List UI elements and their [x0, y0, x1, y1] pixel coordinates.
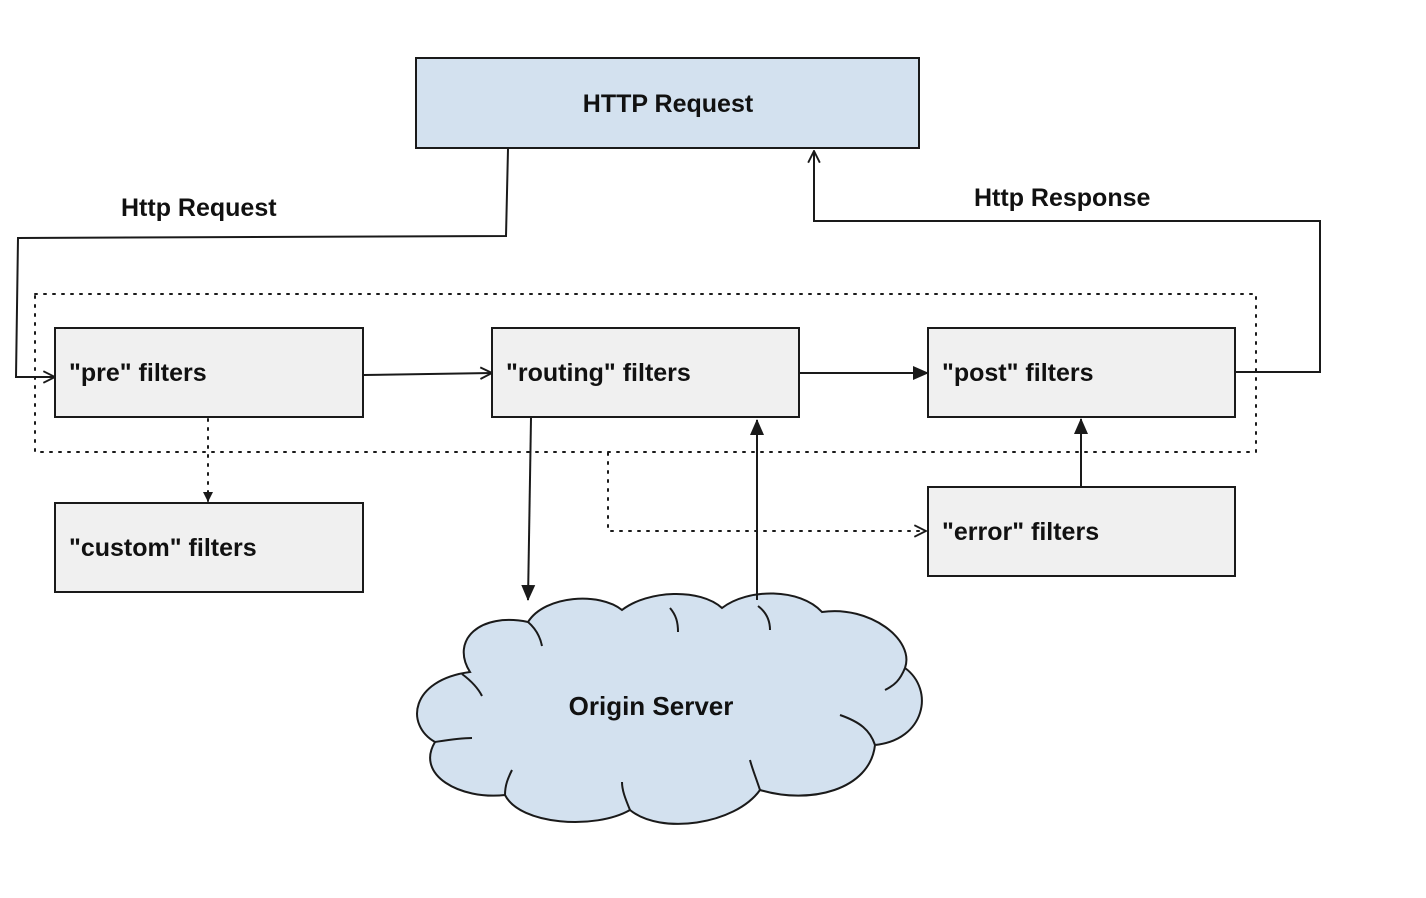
http-request-edge-label: Http Request: [121, 194, 277, 222]
http-request-node: HTTP Request: [415, 57, 920, 149]
origin-server-cloud: Origin Server: [416, 592, 923, 825]
post-filters-label: "post" filters: [942, 359, 1094, 387]
pre-filters-node: "pre" filters: [54, 327, 364, 418]
filter-chain-boundary: [34, 293, 1257, 453]
cloud-fold: [434, 737, 473, 743]
origin-server-label: Origin Server: [569, 691, 734, 721]
http-request-label: HTTP Request: [583, 90, 754, 118]
cloud-fold: [839, 714, 876, 746]
cloud-fold: [757, 605, 771, 631]
http-request-to-pre-edge: [14, 148, 509, 377]
custom-filters-node: "custom" filters: [54, 502, 364, 593]
routing-to-origin-edge: [521, 417, 536, 601]
error-filters-node: "error" filters: [927, 486, 1236, 577]
post-to-http-response-edge: [814, 151, 1321, 373]
pre-filters-label: "pre" filters: [69, 359, 207, 387]
post-filters-node: "post" filters: [927, 327, 1236, 418]
cloud-fold: [527, 621, 543, 647]
chain-to-error-edge: [607, 452, 926, 531]
pre-to-routing-edge: [363, 373, 492, 375]
cloud-fold: [669, 607, 679, 633]
cloud-fold: [749, 759, 761, 791]
cloud-shape: [416, 592, 923, 825]
http-response-edge-label: Http Response: [974, 184, 1151, 212]
cloud-fold: [504, 769, 513, 796]
cloud-fold: [621, 781, 631, 811]
routing-filters-node: "routing" filters: [491, 327, 800, 418]
custom-filters-label: "custom" filters: [69, 534, 257, 562]
routing-filters-label: "routing" filters: [506, 359, 691, 387]
error-filters-label: "error" filters: [942, 518, 1099, 546]
cloud-fold: [461, 673, 483, 697]
cloud-fold: [884, 667, 906, 691]
